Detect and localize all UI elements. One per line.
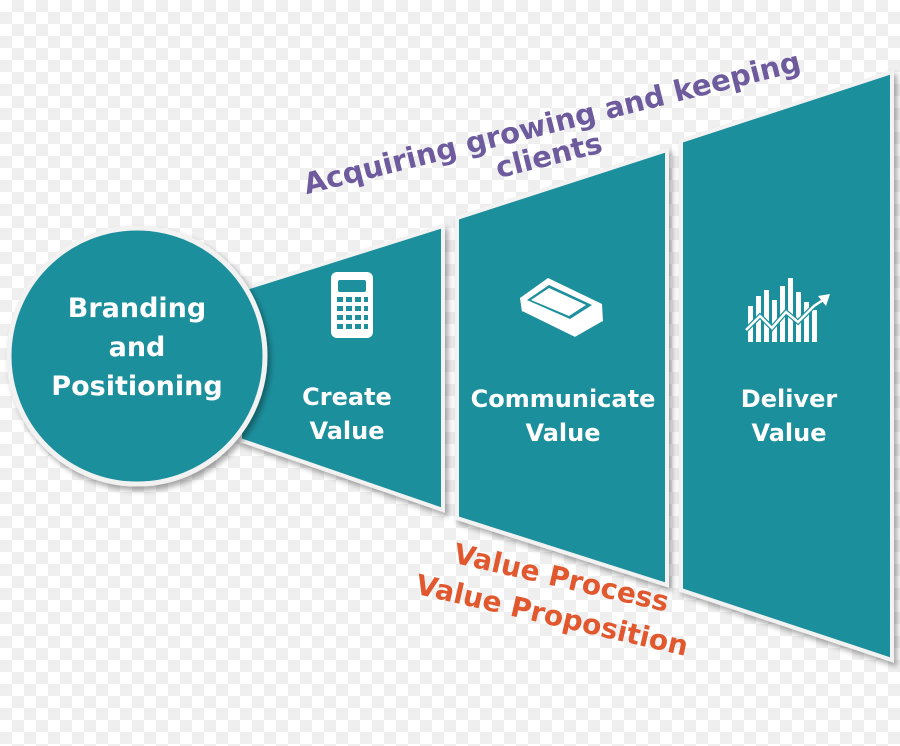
growth-chart-icon [744, 278, 830, 342]
create-value-line-1: Create [302, 383, 392, 411]
communicate-value-label: Communicate Value [460, 382, 666, 450]
create-value-line-2: Value [309, 417, 385, 445]
communicate-value-line-1: Communicate [470, 385, 656, 413]
deliver-value-line-1: Deliver [740, 385, 838, 413]
center-label-line-2: and [108, 332, 166, 363]
create-value-label: Create Value [272, 380, 422, 448]
scanner-icon [520, 278, 604, 340]
calculator-icon [331, 272, 373, 338]
create-value-panel [238, 223, 445, 513]
deliver-value-panel [679, 69, 894, 663]
deliver-value-label: Deliver Value [700, 382, 878, 450]
center-label: Branding and Positioning [20, 289, 254, 406]
branding-circle [6, 225, 268, 487]
communicate-value-panel [455, 147, 669, 588]
deliver-value-line-2: Value [751, 419, 827, 447]
center-label-line-3: Positioning [51, 371, 223, 402]
communicate-value-line-2: Value [525, 419, 601, 447]
center-label-line-1: Branding [67, 293, 207, 324]
